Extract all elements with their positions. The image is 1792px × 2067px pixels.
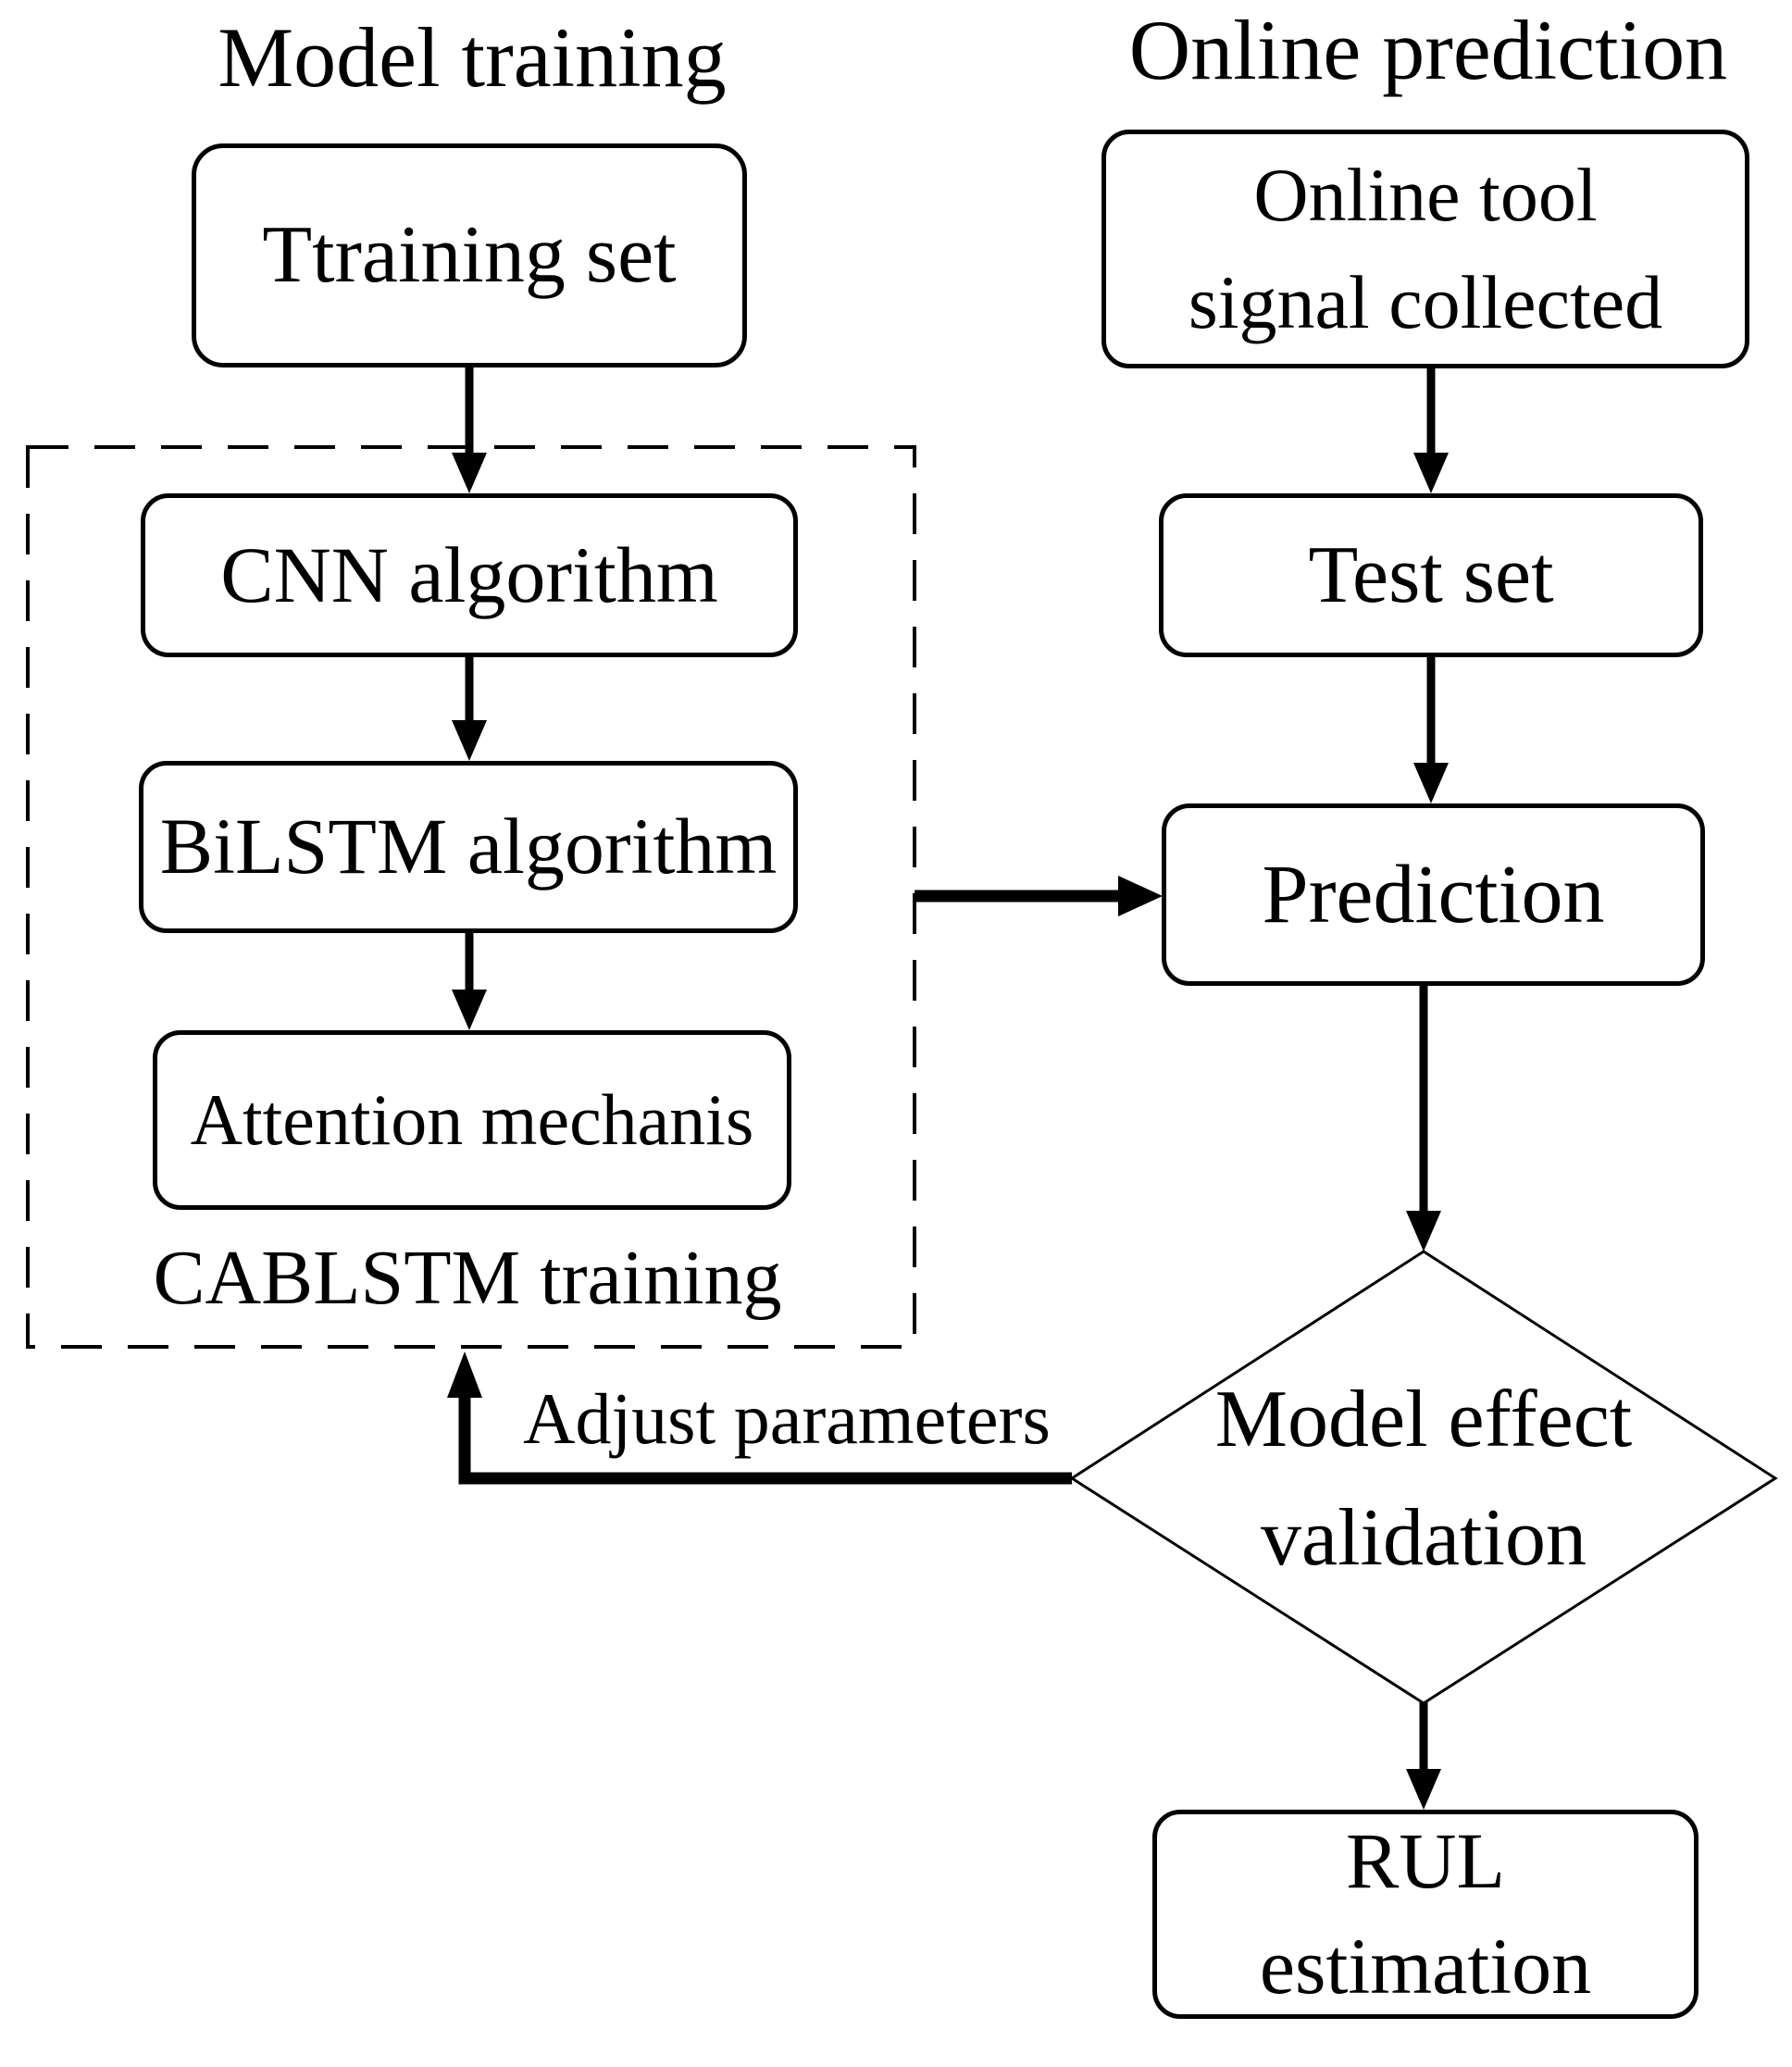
rul-estimation-line2: estimation (1259, 1922, 1592, 2011)
online-tool-signal-line2: signal collected (1188, 260, 1663, 344)
prediction-label: Prediction (1262, 848, 1605, 940)
bilstm-algorithm-label: BiLSTM algorithm (159, 802, 778, 891)
arrow-decision-to-rul (1406, 1702, 1441, 1810)
attention-mechanism-node: Attention mechanis (153, 1030, 791, 1210)
decision-label-line1: Model effect (1214, 1375, 1633, 1465)
arrow-group-to-prediction (915, 876, 1163, 916)
adjust-parameters-label: Adjust parameters (523, 1377, 1051, 1459)
test-set-node: Test set (1159, 493, 1703, 657)
training-set-node: Ttraining set (192, 143, 747, 367)
prediction-node: Prediction (1162, 803, 1705, 986)
arrow-prediction-to-decision (1406, 985, 1441, 1251)
arrow-cnn-to-bilstm (452, 656, 487, 761)
attention-mechanism-label: Attention mechanis (190, 1079, 754, 1161)
decision-label-line2: validation (1261, 1493, 1587, 1583)
arrow-trainingset-to-cnn (452, 367, 487, 493)
arrow-onlinetool-to-testset (1413, 367, 1449, 493)
model-training-title: Model training (218, 10, 727, 105)
rul-estimation-line1: RUL (1346, 1816, 1505, 1906)
arrow-feedback-adjust-parameters (447, 1351, 1072, 1485)
arrow-testset-to-prediction (1413, 656, 1449, 803)
arrow-bilstm-to-attention (452, 932, 487, 1030)
cnn-algorithm-node: CNN algorithm (141, 493, 798, 657)
online-prediction-title: Online prediction (1128, 3, 1728, 97)
model-effect-validation-decision-label: Model effect validation (1072, 1359, 1775, 1600)
online-tool-signal-node: Online tool signal collected (1101, 130, 1749, 368)
rul-estimation-node: RUL estimation (1152, 1810, 1699, 2019)
training-set-label: Ttraining set (262, 210, 677, 301)
test-set-label: Test set (1308, 529, 1554, 620)
cnn-algorithm-label: CNN algorithm (220, 529, 718, 619)
cablstm-training-group-label: CABLSTM training (153, 1234, 782, 1321)
bilstm-algorithm-node: BiLSTM algorithm (139, 761, 798, 933)
online-tool-signal-line1: Online tool (1253, 152, 1598, 237)
